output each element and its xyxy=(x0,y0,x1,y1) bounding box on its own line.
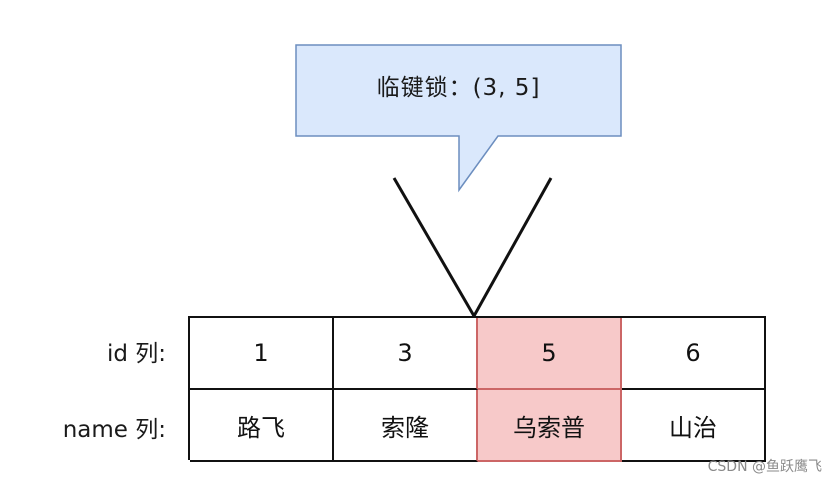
id-cell-highlighted: 5 xyxy=(478,318,622,390)
name-cell-highlighted: 乌索普 xyxy=(478,390,622,462)
name-cell: 路飞 xyxy=(190,390,334,462)
pointer-line-right xyxy=(472,177,553,317)
row-label-name: name 列: xyxy=(62,417,166,443)
row-label-id: id 列: xyxy=(106,341,166,367)
callout-label: 临键锁：(3, 5] xyxy=(376,75,541,101)
callout-bubble xyxy=(295,44,622,193)
id-cell: 3 xyxy=(334,318,478,390)
pointer-line-left xyxy=(392,177,476,317)
index-table: 1 3 5 6 路飞 索隆 乌索普 山治 xyxy=(188,316,766,462)
id-cell: 1 xyxy=(190,318,334,390)
name-cell: 山治 xyxy=(622,390,766,462)
watermark: CSDN @鱼跃鹰飞 xyxy=(707,459,822,475)
name-cell: 索隆 xyxy=(334,390,478,462)
id-cell: 6 xyxy=(622,318,766,390)
